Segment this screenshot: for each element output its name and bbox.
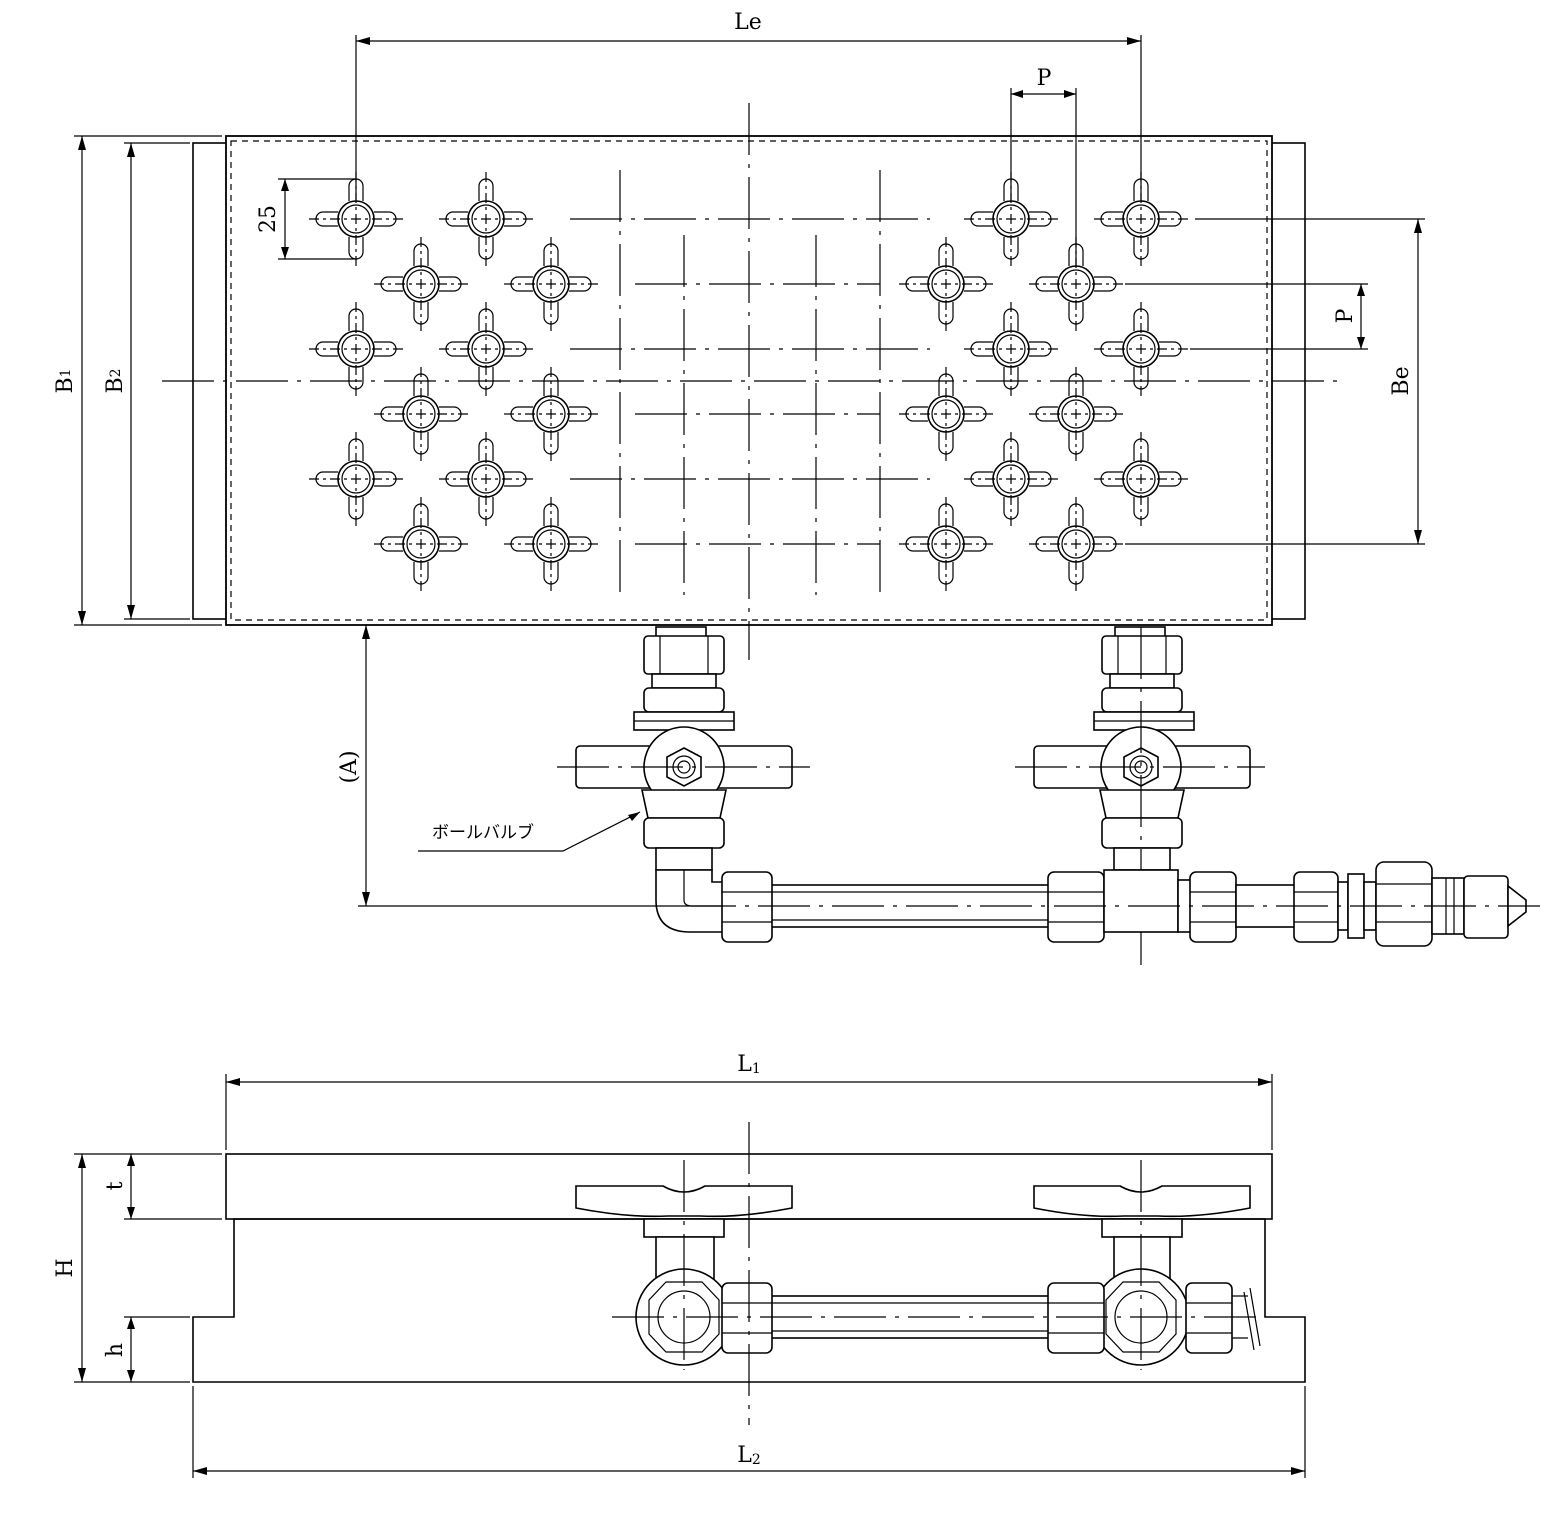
label-h: h (103, 1343, 128, 1357)
label-P-top: P (1037, 66, 1052, 91)
label-Be: Be (1389, 366, 1414, 395)
dimension-P-side: P (1125, 283, 1368, 350)
dimension-A: (A) (337, 625, 684, 907)
label-P-side: P (1333, 308, 1358, 323)
dimension-P-top: P (1010, 66, 1077, 265)
label-L2: L2 (737, 1443, 761, 1468)
label-ball-valve: ボールバルブ (432, 822, 534, 843)
label-A: (A) (337, 750, 362, 783)
dimension-L1: L1 (225, 1052, 1273, 1150)
dimension-h: h (103, 1316, 190, 1382)
label-25: 25 (256, 205, 281, 233)
label-H: H (53, 1258, 78, 1277)
dimension-Be: Be (1125, 218, 1425, 545)
label-t: t (103, 1181, 128, 1190)
front-view: L1 L2 H t h (53, 1052, 1306, 1478)
valve-assembly-left (557, 626, 810, 871)
dimension-t: t (103, 1154, 222, 1220)
label-L1: L1 (737, 1052, 761, 1077)
dimension-L2: L2 (192, 1386, 1306, 1478)
valve-handle-right (1033, 1185, 1251, 1218)
label-Le: Le (734, 10, 762, 35)
piping-line (655, 861, 1540, 947)
dimension-H: H (53, 1153, 222, 1383)
groove-grid (570, 170, 930, 595)
label-B1: B1 (53, 368, 78, 393)
valve-assembly-right (1015, 626, 1265, 965)
ball-valve-callout: ボールバルブ (418, 811, 641, 852)
top-view: Le P 25 B1 (53, 10, 1540, 965)
dimension-B2: B2 (103, 142, 190, 620)
label-B2: B2 (103, 368, 128, 393)
dimension-Le: Le (355, 10, 1142, 200)
dimension-25: 25 (256, 178, 356, 260)
dimension-B1: B1 (53, 135, 222, 626)
